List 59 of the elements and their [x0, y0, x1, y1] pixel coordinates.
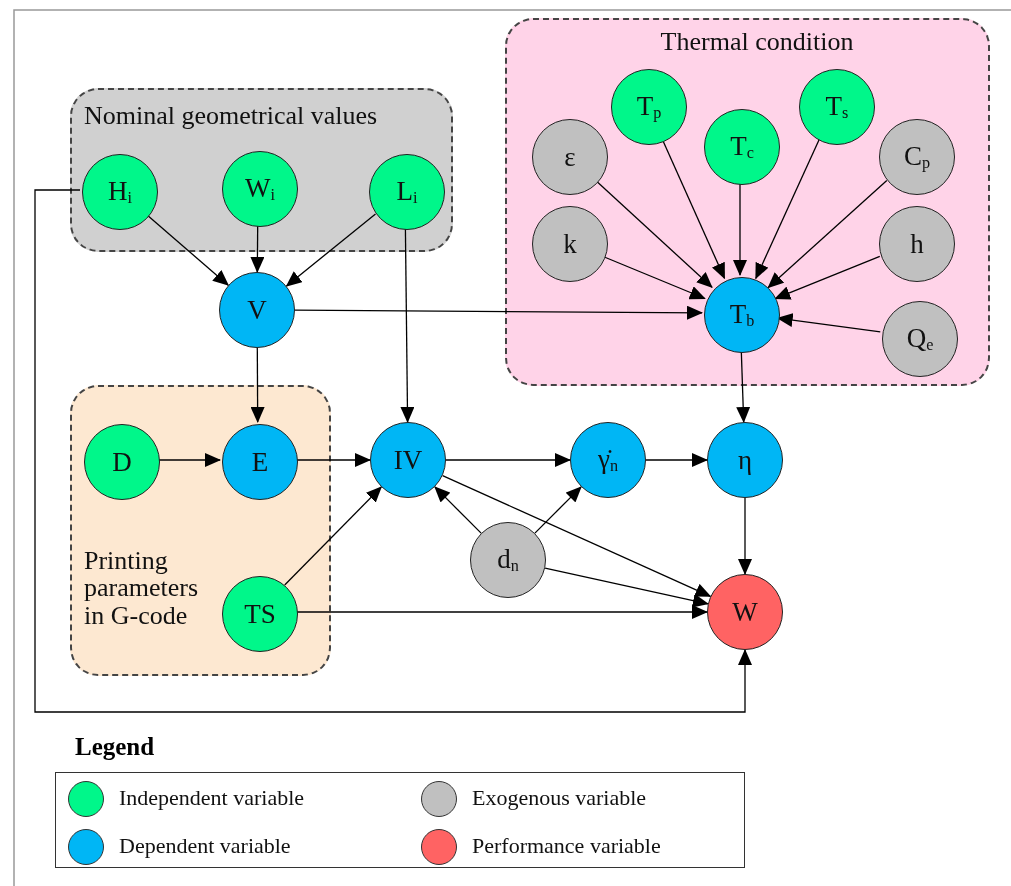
- variable-label: d$_{n}$: [497, 543, 519, 577]
- arrow: [595, 180, 713, 288]
- arrow: [774, 255, 881, 300]
- variable-label: T$_{c}$: [730, 130, 754, 164]
- arrow: [736, 350, 751, 423]
- group-heading: Thermal condition: [659, 28, 855, 56]
- arrow: [250, 347, 265, 423]
- variable-label: V: [247, 294, 267, 326]
- arrow: [284, 486, 382, 586]
- variable-label: IV: [393, 444, 423, 476]
- arrow: [34, 189, 752, 713]
- arrow: [400, 227, 415, 423]
- arrow: [767, 179, 888, 289]
- arrow: [441, 474, 712, 598]
- group-panel: [505, 18, 990, 386]
- arrow: [645, 453, 708, 467]
- arrow: [295, 453, 371, 467]
- variable-label: TS: [244, 598, 276, 630]
- arrow: [294, 305, 703, 320]
- group-panel: [70, 88, 453, 252]
- legend-title: Legend: [75, 733, 155, 761]
- legend-text: Independent variable: [119, 785, 305, 811]
- variable-circle: [704, 277, 780, 353]
- group-heading: Nominal geometrical values: [84, 102, 379, 130]
- legend-text: Dependent variable: [119, 833, 291, 859]
- arrow: [250, 224, 265, 273]
- variable-label: C$_{p}$: [903, 140, 931, 174]
- group-heading: Printing parameters in G-code: [84, 547, 200, 629]
- variable-label: h: [910, 228, 924, 260]
- group-panel: [70, 385, 331, 676]
- variable-circle: [219, 272, 295, 348]
- variable-label: D: [112, 446, 132, 478]
- variable-label: L$_{i}$: [396, 175, 418, 209]
- arrow: [733, 182, 747, 276]
- variable-label: W: [732, 596, 758, 628]
- variable-label: Q$_{e}$: [906, 322, 934, 356]
- arrow: [445, 453, 571, 467]
- arrow: [755, 138, 820, 280]
- variable-label: η: [737, 444, 753, 476]
- arrow: [544, 567, 709, 608]
- legend-text: Exogenous variable: [472, 785, 647, 811]
- variable-circle: [370, 422, 446, 498]
- arrow: [157, 453, 221, 467]
- variable-label: W$_{i}$: [245, 172, 275, 206]
- variable-label: T$_{b}$: [729, 298, 755, 332]
- arrow: [285, 213, 377, 287]
- legend-text: Performance variable: [472, 833, 661, 859]
- variable-label: E: [251, 446, 269, 478]
- arrow: [295, 605, 708, 619]
- variable-label: γ̇$_{n}$: [598, 443, 618, 477]
- variable-label: ε: [564, 141, 576, 173]
- arrow: [146, 214, 229, 286]
- arrow: [434, 486, 482, 534]
- variable-label: H$_{i}$: [108, 175, 132, 209]
- variable-label: T$_{s}$: [825, 90, 849, 124]
- arrow: [738, 497, 752, 575]
- variable-label: T$_{p}$: [636, 90, 662, 124]
- variable-label: k: [563, 228, 577, 260]
- arrow: [534, 486, 582, 534]
